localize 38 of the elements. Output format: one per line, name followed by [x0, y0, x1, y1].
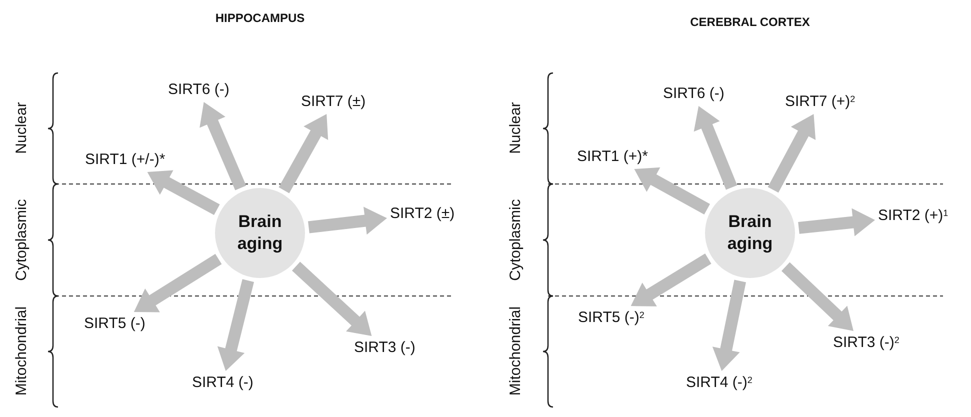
sirtuin-label: SIRT3 (-)$^{2}$ [833, 334, 900, 352]
region-label: Cytoplasmic [507, 199, 525, 281]
sirtuin-label: SIRT7 (±) [301, 93, 366, 111]
sirtuin-label: SIRT2 (±) [390, 205, 455, 223]
region-label: Nuclear [13, 102, 31, 154]
sirtuin-label: SIRT3 (-) [354, 339, 416, 357]
sirtuin-label: SIRT4 (-) [192, 374, 254, 392]
sirtuin-label: SIRT1 (+/-)* [85, 151, 166, 169]
sirtuin-label: SIRT6 (-) [663, 85, 724, 103]
sirtuin-label: SIRT5 (-) [84, 315, 146, 333]
arrow [634, 167, 710, 214]
arrow [147, 170, 220, 215]
node-label: Brain aging [236, 211, 284, 255]
panel-title: CEREBRAL CORTEX [690, 14, 810, 31]
region-label: Mitochondrial [13, 306, 31, 396]
arrow [278, 114, 328, 194]
region-label: Cytoplasmic [13, 199, 31, 281]
region-label: Nuclear [507, 102, 525, 154]
arrow [782, 262, 854, 331]
arrow [200, 102, 246, 190]
sirtuin-label: SIRT2 (+)$^{1}$ [878, 207, 948, 225]
arrow [768, 114, 816, 193]
sirtuin-label: SIRT6 (-) [168, 81, 230, 99]
node-label: Brain aging [726, 211, 774, 255]
arrow [292, 262, 372, 336]
sirtuin-label: SIRT7 (+)$^{2}$ [785, 93, 856, 111]
sirtuin-label: SIRT1 (+)* [577, 148, 648, 166]
panel-title: HIPPOCAMPUS [215, 10, 305, 27]
arrow [308, 206, 387, 235]
arrow [630, 254, 712, 306]
arrow [712, 280, 746, 371]
arrow [798, 208, 875, 236]
arrow [694, 106, 738, 190]
arrow [134, 254, 222, 312]
sirtuin-label: SIRT5 (-)$^{2}$ [578, 309, 644, 327]
sirtuin-label: SIRT4 (-)$^{2}$ [686, 374, 752, 392]
region-label: Mitochondrial [507, 306, 525, 396]
arrow [217, 279, 254, 371]
